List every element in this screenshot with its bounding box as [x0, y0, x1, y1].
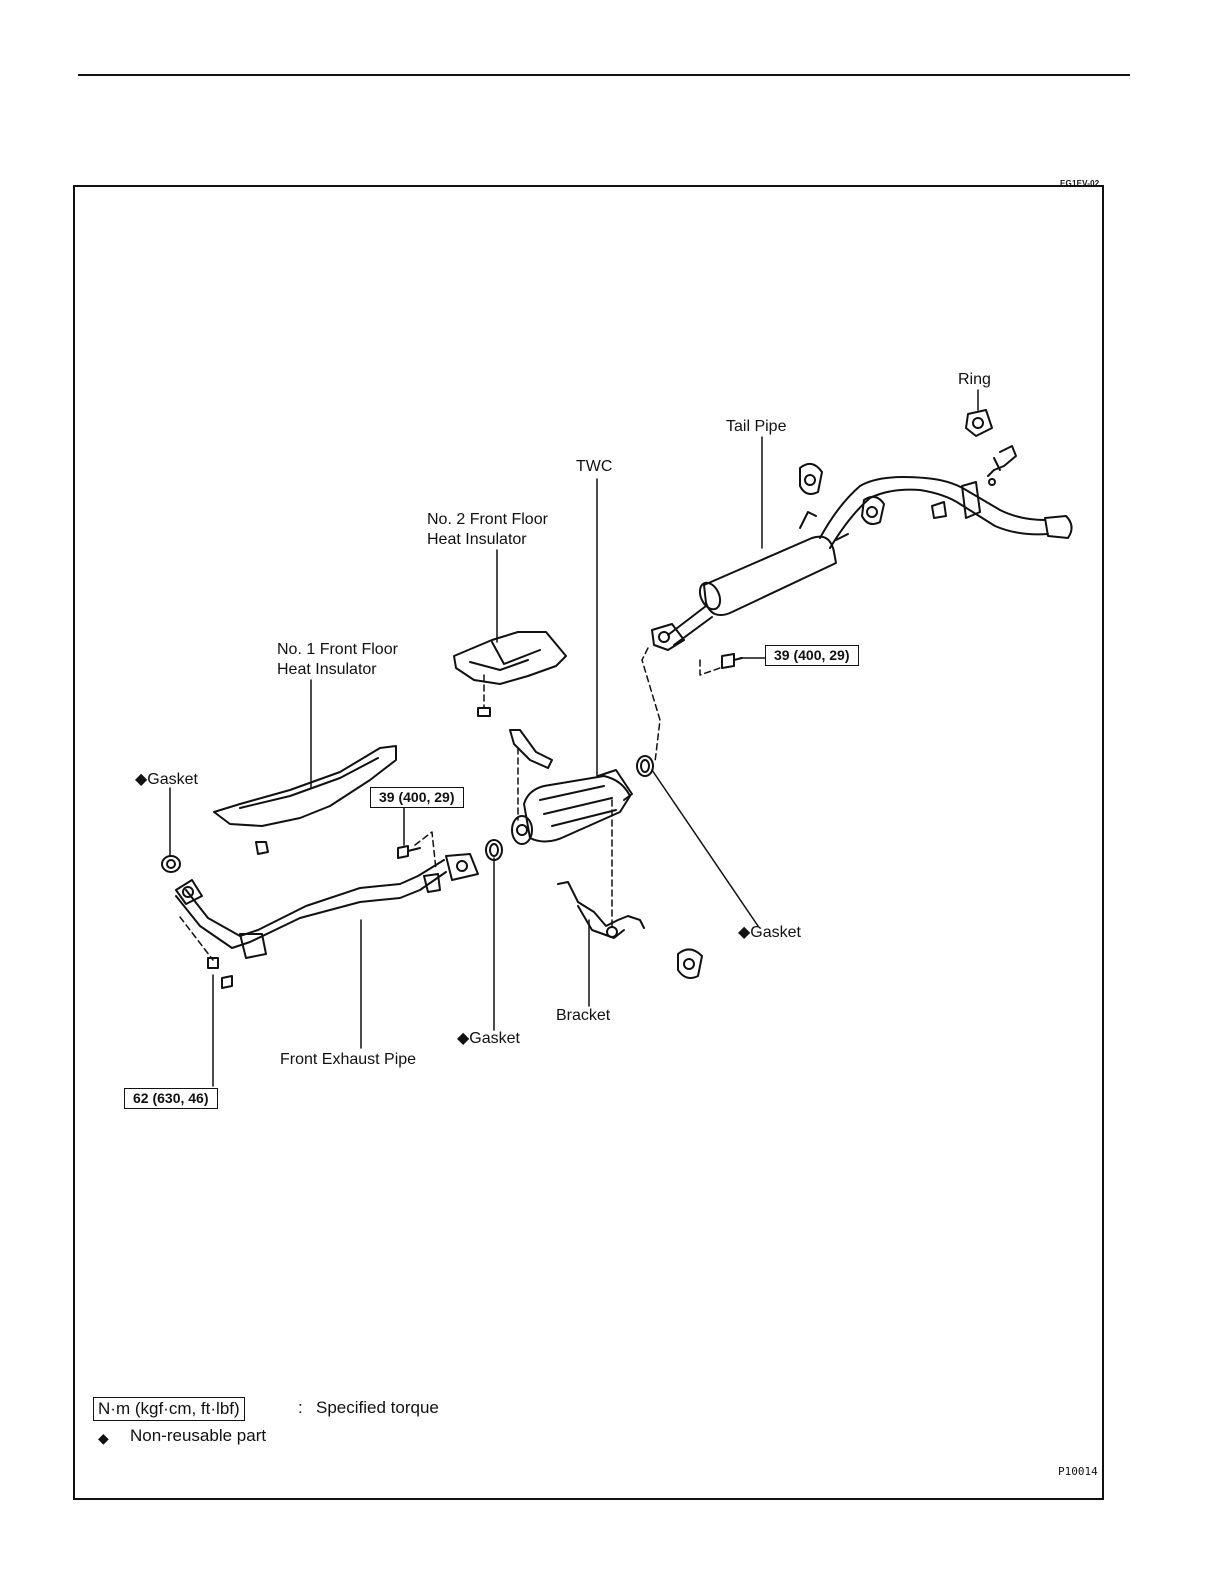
label-front-exhaust-pipe: Front Exhaust Pipe	[280, 1050, 416, 1070]
front-exhaust-pipe-part	[176, 854, 478, 958]
legend-diamond-icon: ◆	[98, 1427, 109, 1449]
legend-specified-torque: Specified torque	[316, 1397, 439, 1419]
rubber-mounts	[678, 464, 946, 978]
no1-insulator-part	[214, 746, 396, 854]
lower-bracket-part	[558, 882, 644, 938]
label-ring: Ring	[958, 370, 991, 390]
tail-bracket	[988, 446, 1016, 485]
label-tail-pipe: Tail Pipe	[726, 417, 786, 437]
torque-tail-pipe-bolt: 39 (400, 29)	[765, 645, 859, 666]
twc-part	[512, 770, 632, 844]
legend-non-reusable: Non-reusable part	[130, 1425, 266, 1447]
label-twc: TWC	[576, 457, 612, 477]
label-no1-line2: Heat Insulator	[277, 660, 377, 680]
legend-separator: :	[298, 1397, 303, 1419]
leader-lines	[170, 390, 978, 1086]
torque-manifold-nut: 62 (630, 46)	[124, 1088, 218, 1109]
torque-front-pipe-bolt: 39 (400, 29)	[370, 787, 464, 808]
figure-code: P10014	[1058, 1465, 1098, 1478]
ring-part	[966, 410, 992, 436]
label-no1-line1: No. 1 Front Floor	[277, 640, 398, 660]
label-gasket-mid: ◆Gasket	[457, 1029, 520, 1049]
twc-upper-bracket	[510, 730, 552, 768]
label-gasket-left: ◆Gasket	[135, 770, 198, 790]
label-no2-line1: No. 2 Front Floor	[427, 510, 548, 530]
tail-pipe-part	[652, 477, 1072, 650]
legend-unit-box: N·m (kgf·cm, ft·lbf)	[93, 1397, 245, 1421]
label-bracket: Bracket	[556, 1006, 610, 1026]
label-no2-line2: Heat Insulator	[427, 530, 527, 550]
label-gasket-right: ◆Gasket	[738, 923, 801, 943]
no2-insulator-part	[454, 632, 566, 716]
